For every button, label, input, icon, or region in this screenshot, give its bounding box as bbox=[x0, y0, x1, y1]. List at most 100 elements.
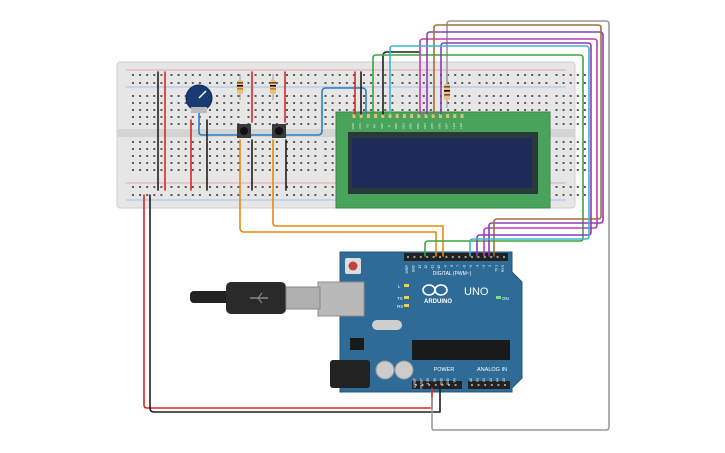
breadboard-hole bbox=[254, 109, 257, 111]
breadboard-hole bbox=[177, 109, 180, 111]
breadboard-hole bbox=[261, 141, 264, 143]
breadboard-hole bbox=[576, 82, 579, 84]
breadboard-hole bbox=[223, 169, 226, 171]
breadboard-hole bbox=[230, 82, 233, 84]
breadboard-hole bbox=[492, 82, 495, 84]
breadboard-hole bbox=[401, 74, 404, 76]
breadboard-hole bbox=[216, 186, 219, 188]
breadboard-hole bbox=[223, 123, 226, 125]
breadboard-hole bbox=[198, 186, 201, 188]
breadboard-hole bbox=[300, 74, 303, 76]
breadboard-hole bbox=[461, 109, 464, 111]
led-on bbox=[496, 296, 501, 299]
breadboard-hole bbox=[230, 74, 233, 76]
lcd-pin-label: GND bbox=[351, 122, 355, 130]
breadboard-hole bbox=[345, 82, 348, 84]
led-rx bbox=[404, 304, 409, 307]
arduino-logo-icon bbox=[422, 284, 448, 296]
header-socket bbox=[490, 256, 493, 258]
breadboard-hole bbox=[184, 109, 187, 111]
breadboard-hole bbox=[177, 116, 180, 118]
breadboard-hole bbox=[223, 186, 226, 188]
breadboard-hole bbox=[300, 82, 303, 84]
breadboard-hole bbox=[429, 82, 432, 84]
breadboard-hole bbox=[370, 109, 373, 111]
breadboard-hole bbox=[422, 109, 425, 111]
breadboard-hole bbox=[345, 95, 348, 97]
breadboard-hole bbox=[538, 74, 541, 76]
breadboard-hole bbox=[247, 186, 250, 188]
breadboard-hole bbox=[499, 74, 502, 76]
breadboard-hole bbox=[401, 95, 404, 97]
breadboard-hole bbox=[583, 141, 586, 143]
breadboard-hole bbox=[160, 95, 163, 97]
breadboard-hole bbox=[569, 82, 572, 84]
breadboard-hole bbox=[492, 102, 495, 104]
header-socket bbox=[413, 256, 416, 258]
breadboard-hole bbox=[324, 109, 327, 111]
breadboard-hole bbox=[177, 162, 180, 164]
breadboard-hole bbox=[408, 82, 411, 84]
breadboard-hole bbox=[538, 102, 541, 104]
breadboard-hole bbox=[261, 109, 264, 111]
breadboard-hole bbox=[352, 102, 355, 104]
arduino-brand: ARDUINO bbox=[424, 299, 452, 305]
breadboard-hole bbox=[184, 169, 187, 171]
arduino-pin-label: IOREF bbox=[413, 378, 417, 388]
breadboard-hole bbox=[468, 74, 471, 76]
breadboard-hole bbox=[139, 162, 142, 164]
power-label: POWER bbox=[434, 367, 455, 373]
breadboard-hole bbox=[237, 186, 240, 188]
breadboard-hole bbox=[216, 102, 219, 104]
breadboard-hole bbox=[160, 82, 163, 84]
breadboard-hole bbox=[352, 109, 355, 111]
lcd-pin bbox=[388, 114, 392, 118]
breadboard-hole bbox=[422, 102, 425, 104]
breadboard-hole bbox=[286, 109, 288, 111]
breadboard-hole bbox=[139, 148, 142, 150]
breadboard-hole bbox=[146, 148, 149, 150]
header-socket bbox=[477, 256, 480, 258]
breadboard-hole bbox=[146, 82, 149, 84]
breadboard-hole bbox=[506, 95, 509, 97]
breadboard-hole bbox=[237, 95, 240, 97]
breadboard-hole bbox=[352, 74, 355, 76]
breadboard-hole bbox=[401, 82, 404, 84]
breadboard-hole bbox=[338, 102, 341, 104]
breadboard-hole bbox=[314, 74, 317, 76]
arduino-pin-label: A5 bbox=[502, 378, 506, 382]
arduino-pin-label: AREF bbox=[405, 265, 409, 274]
breadboard-hole bbox=[545, 74, 548, 76]
breadboard-hole bbox=[216, 148, 219, 150]
breadboard-hole bbox=[485, 102, 488, 104]
breadboard-hole bbox=[153, 162, 156, 164]
breadboard-hole bbox=[177, 169, 180, 171]
breadboard-hole bbox=[300, 155, 303, 157]
breadboard-hole bbox=[583, 102, 586, 104]
breadboard-hole bbox=[555, 141, 558, 143]
lcd-pin bbox=[374, 114, 378, 118]
breadboard-hole bbox=[499, 82, 502, 84]
breadboard-hole bbox=[538, 109, 541, 111]
lcd-pin-label: DB4 bbox=[423, 123, 427, 129]
breadboard-hole bbox=[268, 162, 271, 164]
breadboard-hole bbox=[538, 82, 541, 84]
breadboard-hole bbox=[160, 116, 163, 118]
arduino-pin-label: A2 bbox=[482, 378, 486, 382]
breadboard-hole bbox=[247, 95, 250, 97]
header-socket bbox=[407, 256, 409, 258]
breadboard-hole bbox=[230, 155, 233, 157]
breadboard-hole bbox=[324, 74, 327, 76]
arduino-pin-label: ~5 bbox=[469, 265, 473, 269]
breadboard-hole bbox=[275, 116, 278, 118]
breadboard-hole bbox=[569, 74, 572, 76]
breadboard-hole bbox=[307, 82, 310, 84]
header-socket bbox=[432, 256, 435, 258]
breadboard-hole bbox=[198, 116, 201, 118]
breadboard-hole bbox=[216, 123, 219, 125]
breadboard-hole bbox=[223, 116, 226, 118]
header-socket bbox=[448, 384, 450, 386]
breadboard-hole bbox=[307, 148, 310, 150]
breadboard-hole bbox=[170, 123, 173, 125]
breadboard-hole bbox=[345, 109, 348, 111]
